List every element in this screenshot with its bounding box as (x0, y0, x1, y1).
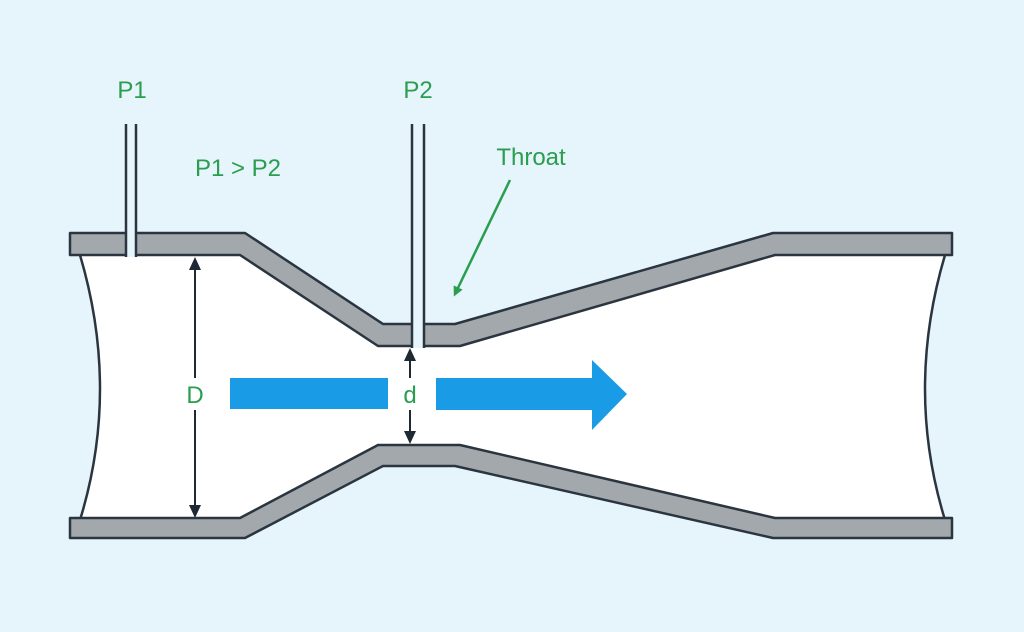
throat-label: Throat (496, 144, 566, 171)
pressure-relation-label: P1 > P2 (195, 155, 281, 182)
large-diameter-dimension (182, 257, 208, 518)
throat-diameter-label: d (403, 382, 416, 409)
inlet-edge (78, 254, 102, 521)
large-diameter-label: D (186, 382, 203, 409)
throat-pointer-arrow-icon (453, 179, 512, 297)
top-wall (68, 231, 954, 348)
throat-diameter-dimension (397, 348, 423, 444)
p2-pressure-tube (410, 124, 426, 348)
p2-label: P2 (403, 77, 432, 104)
flow-arrow-icon (230, 360, 627, 430)
bottom-wall (68, 443, 954, 540)
p1-label: P1 (117, 77, 146, 104)
outlet-edge (923, 254, 947, 521)
p1-pressure-tube (124, 124, 138, 257)
